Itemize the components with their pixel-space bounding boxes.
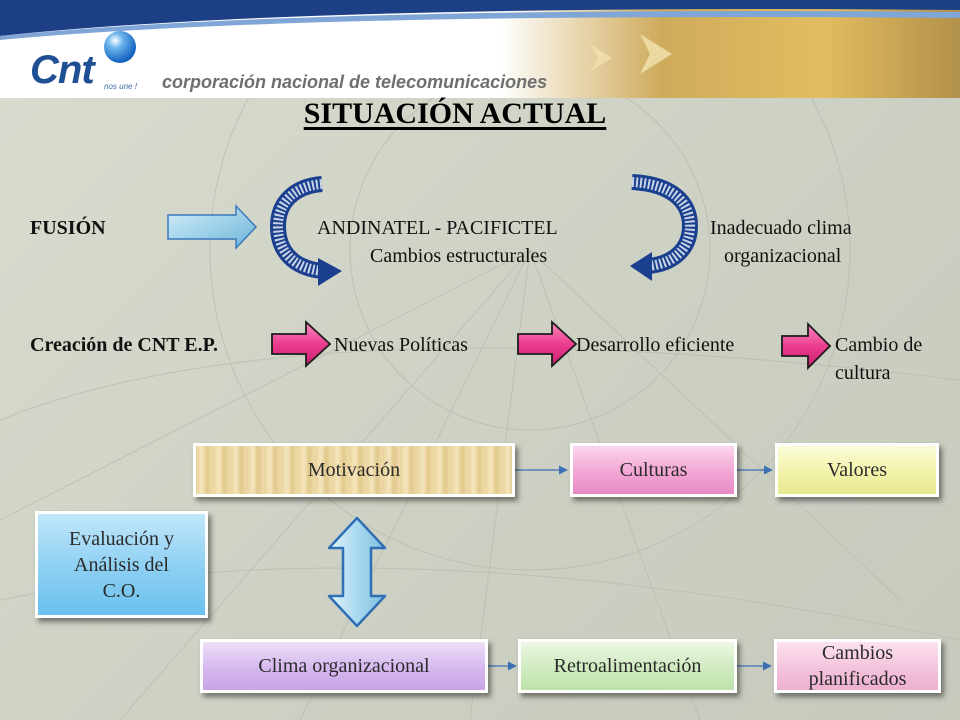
- vertical-double-arrow-icon: [327, 516, 387, 628]
- culture-change-line2: cultura: [835, 362, 891, 384]
- cultures-label: Culturas: [619, 459, 688, 481]
- culture-change-line1: Cambio de: [835, 334, 923, 356]
- planned-changes-box: Cambios planificados: [774, 639, 941, 693]
- climate-result-line2: organizacional: [724, 245, 842, 267]
- feedback-box: Retroalimentación: [518, 639, 737, 693]
- values-box: Valores: [775, 443, 939, 497]
- right-curved-arrow-icon: [630, 174, 699, 281]
- climate-box: Clima organizacional: [200, 639, 488, 693]
- fusion-arrow-icon: [167, 204, 258, 250]
- corporation-name: corporación nacional de telecomunicacion…: [162, 72, 548, 92]
- left-curved-arrow-icon: [269, 176, 342, 286]
- structural-changes-text: Cambios estructurales: [370, 245, 548, 267]
- climate-result-line1: Inadecuado clima: [710, 217, 852, 239]
- evaluation-line1: Evaluación y: [69, 527, 174, 550]
- evaluation-line2: Análisis del: [74, 553, 169, 576]
- evaluation-box: Evaluación y Análisis del C.O.: [35, 511, 208, 618]
- motivation-label: Motivación: [307, 459, 401, 481]
- efficient-development-text: Desarrollo eficiente: [576, 334, 735, 356]
- creation-label: Creación de CNT E.P.: [30, 334, 218, 356]
- logo: Cnt: [30, 48, 95, 92]
- cultures-box: Culturas: [570, 443, 737, 497]
- merger-text: ANDINATEL - PACIFICTEL: [317, 217, 558, 239]
- header-banner: Cnt nos une ! corporación nacional de te…: [0, 0, 960, 98]
- pink-arrow-2-icon: [517, 319, 578, 369]
- pink-arrow-1-icon: [271, 319, 332, 369]
- feedback-label: Retroalimentación: [553, 655, 702, 677]
- planned-changes-line2: planificados: [808, 668, 907, 690]
- logo-globe-icon: [104, 31, 136, 63]
- logo-slogan: nos une !: [104, 82, 137, 91]
- fusion-label: FUSIÓN: [30, 217, 106, 239]
- new-policies-text: Nuevas Políticas: [334, 334, 468, 356]
- planned-changes-line1: Cambios: [821, 642, 894, 664]
- evaluation-line3: C.O.: [102, 579, 141, 602]
- motivation-box: Motivación: [193, 443, 515, 497]
- values-label: Valores: [827, 459, 887, 481]
- pink-arrow-3-icon: [781, 321, 832, 371]
- header-swoosh: [0, 0, 960, 74]
- climate-label: Clima organizacional: [258, 655, 430, 677]
- slide-title: SITUACIÓN ACTUAL: [303, 97, 607, 130]
